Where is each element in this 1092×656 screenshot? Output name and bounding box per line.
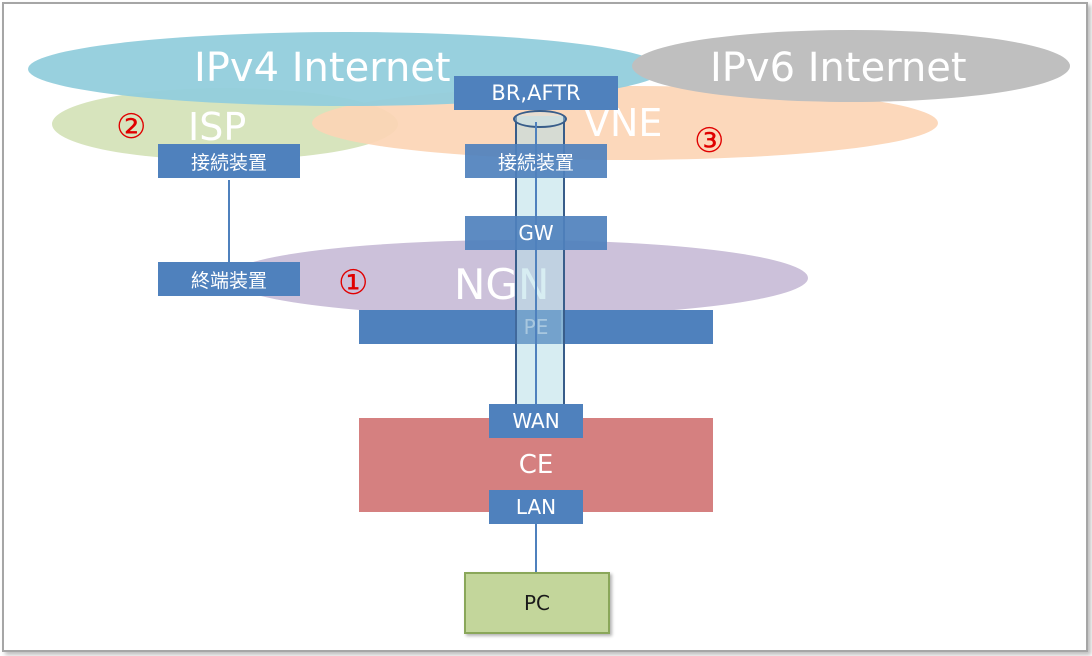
lan-box: LAN: [489, 490, 583, 524]
tunnel-center-line: [535, 122, 537, 408]
isp-connector-box: 接続装置: [158, 144, 300, 178]
ipv6-internet-label: IPv6 Internet: [710, 45, 967, 91]
terminal-device-box: 終端装置: [158, 262, 300, 296]
vne-connector-box: 接続装置: [465, 144, 607, 178]
marker-one: ①: [338, 263, 369, 303]
marker-two: ②: [116, 107, 147, 147]
tunnel-tube-top: [513, 110, 567, 128]
pc-link-line: [535, 524, 537, 574]
gw-box: GW: [465, 216, 607, 250]
marker-three: ③: [694, 121, 725, 161]
ipv6-internet-cloud: [632, 30, 1070, 102]
isp-link-line: [228, 180, 230, 266]
wan-box: WAN: [489, 404, 583, 438]
vne-label: VNE: [584, 101, 663, 145]
pc-box: PC: [464, 572, 610, 634]
ipv4-internet-label: IPv4 Internet: [194, 45, 451, 91]
pe-tube-overlay: [515, 310, 561, 344]
isp-label: ISP: [188, 105, 247, 149]
br-aftr-box: BR,AFTR: [454, 76, 618, 110]
